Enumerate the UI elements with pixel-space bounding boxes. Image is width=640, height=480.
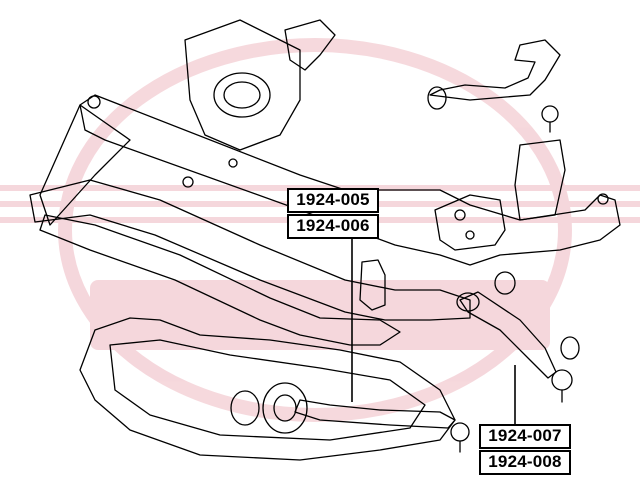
watermark-logo [0, 38, 640, 422]
lower-arm-ball-joint [551, 369, 573, 391]
top-bracket [284, 19, 336, 71]
strut-tower [184, 19, 301, 151]
part-label-1924-007: 1924-007 [479, 424, 571, 449]
lower-control-arm-left [294, 399, 456, 429]
watermark-ring [58, 38, 572, 422]
left-arm-bushing-large [262, 382, 308, 434]
lower-arm-bushing-front [456, 292, 480, 312]
watermark-band [90, 280, 550, 350]
subframe-mid-rail [29, 179, 471, 321]
lower-control-arm-right [459, 291, 557, 379]
part-label-1924-008: 1924-008 [479, 450, 571, 475]
subframe-lower-rail [39, 214, 401, 346]
rear-bracket [514, 139, 566, 221]
left-arm-ball-joint [450, 422, 470, 442]
mounting-bolts [87, 95, 609, 240]
box-bracket [434, 194, 506, 251]
upper-arm-bushing [427, 86, 447, 110]
center-post [359, 259, 386, 311]
lower-arm-bushing-side [560, 336, 580, 360]
lower-arm-bushing-rear [494, 271, 516, 295]
part-label-1924-005: 1924-005 [287, 188, 379, 213]
left-cross-member [39, 104, 131, 226]
skid-plate-inner [109, 339, 426, 441]
part-label-1924-006: 1924-006 [287, 214, 379, 239]
upper-control-arm [429, 39, 561, 101]
strut-tower-hole-inner [223, 81, 261, 109]
left-arm-bushing-small [230, 390, 260, 426]
strut-tower-hole [213, 72, 271, 118]
left-arm-bushing-large-inner [273, 394, 297, 422]
upper-arm-ball-joint [541, 105, 559, 123]
subframe-front-rail [79, 94, 621, 266]
